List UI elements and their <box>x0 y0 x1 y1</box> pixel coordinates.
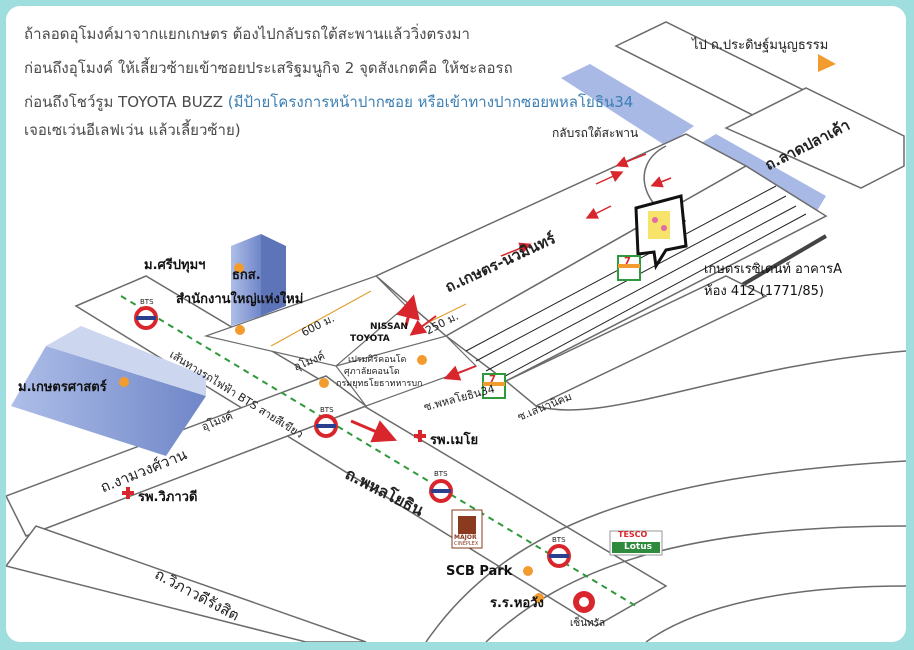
poi-dot <box>234 263 244 273</box>
route-arrow <box>350 419 398 443</box>
bts-label: BTS <box>140 298 154 306</box>
destination-line-1: เกษตรเรซิเดนท์ อาคารA <box>704 262 843 277</box>
road-vibhavadi <box>6 525 367 642</box>
instruction-line-3-note: (มีป้ายโครงการหน้าปากซอย หรือเข้าทางปากซ… <box>227 93 634 111</box>
hospital-icon <box>414 430 426 442</box>
road-label-pracha-chuen: ไป ถ.ประดิษฐ์มนูญธรรม <box>692 38 829 53</box>
poi-dot <box>119 377 129 387</box>
route-arrow <box>443 365 477 381</box>
poi-dot <box>523 566 533 576</box>
place-mayo-hospital: รพ.เมโย <box>430 433 479 448</box>
major-sub-label: CINEPLEX <box>454 541 479 547</box>
instruction-line-4: เจอเซเว่นอีเลฟเว่น แล้วเลี้ยวซ้าย) <box>24 121 241 139</box>
tesco-lotus-logo <box>609 530 663 556</box>
route-arrow <box>396 294 420 327</box>
bts-label: BTS <box>320 406 334 414</box>
place-horwang: ร.ร.หอวัง <box>490 596 544 611</box>
seven-eleven-label: 7 <box>489 374 496 385</box>
bts-station-icon <box>547 544 571 568</box>
place-scb-park: SCB Park <box>446 564 513 579</box>
bts-station-icon <box>314 414 338 438</box>
building-kasetsart <box>11 346 206 456</box>
tesco-label: TESCO <box>618 530 648 539</box>
poi-dot <box>319 378 329 388</box>
instruction-line-3-main: ก่อนถึงโชว์รูม TOYOTA BUZZ <box>24 93 228 111</box>
seven-eleven-icon <box>482 373 506 399</box>
road-senanikom-curve <box>535 350 906 411</box>
tunnel-line <box>495 213 807 382</box>
bts-station-icon <box>429 479 453 503</box>
seven-eleven-icon <box>617 255 641 281</box>
major-cineplex-logo <box>451 509 483 549</box>
building-ghb <box>231 234 261 326</box>
route-arrow <box>595 171 624 185</box>
route-arrow <box>585 205 612 219</box>
poi-dot <box>417 355 427 365</box>
place-prem1: เปรมศิริคอนโด <box>348 355 407 365</box>
bts-label: BTS <box>552 536 566 544</box>
major-label: MAJOR <box>454 534 477 541</box>
route-arrow <box>500 242 532 257</box>
place-central: เซ็นทรัล <box>570 618 606 629</box>
poi-dot <box>534 593 544 603</box>
road-senanikom <box>504 275 768 407</box>
place-kasetsart: ม.เกษตรศาสตร์ <box>18 380 107 395</box>
building-kasetsart-top <box>46 326 206 396</box>
road-lower-right <box>645 585 906 642</box>
place-toyota: TOYOTA <box>350 334 390 344</box>
place-sripatum: ม.ศรีปทุมฯ <box>144 258 206 273</box>
canal-top <box>561 64 694 146</box>
distance-600-line <box>270 290 372 347</box>
poi-dot <box>235 325 245 335</box>
place-vibhavadi-hospital: รพ.วิภาวดี <box>138 490 198 505</box>
place-nissan: NISSAN <box>370 322 408 332</box>
central-logo <box>573 591 595 613</box>
place-ghb-sub: สำนักงานใหญ่แห่งใหม่ <box>176 292 304 307</box>
seven-eleven-label: 7 <box>624 256 631 267</box>
hospital-icon <box>122 487 134 499</box>
heart-icon <box>661 225 667 231</box>
instruction-line-1: ถ้าลอดอุโมงค์มาจากแยกเกษตร ต้องไปกลับรถใ… <box>24 25 470 43</box>
building-ghb-side <box>261 234 286 316</box>
map-drawing <box>6 21 906 642</box>
road-phahon <box>74 275 668 627</box>
heart-icon <box>652 217 658 223</box>
route-arrow <box>409 315 437 336</box>
place-prem2: ศุภาลัยคอนโด <box>344 367 400 377</box>
road-lower-right <box>425 460 906 642</box>
instruction-line-3: ก่อนถึงโชว์รูม TOYOTA BUZZ (มีป้ายโครงกา… <box>24 90 633 114</box>
lotus-label: Lotus <box>624 542 652 552</box>
route-arrow <box>650 176 672 188</box>
road-lat-pla-khao <box>724 87 905 189</box>
place-prem3: กรมยุทธโยธาทหารบก <box>336 379 423 389</box>
road-label-u-turn: กลับรถใต้สะพาน <box>552 126 639 140</box>
tunnel-line <box>485 205 797 372</box>
bts-station-icon <box>134 306 158 330</box>
place-ghb: ธกส. <box>232 268 261 283</box>
instruction-line-2: ก่อนถึงอุโมงค์ ให้เลี้ยวซ้ายเข้าซอยประเส… <box>24 59 513 77</box>
map-canvas: ถ้าลอดอุโมงค์มาจากแยกเกษตร ต้องไปกลับรถใ… <box>6 6 906 642</box>
bts-label: BTS <box>434 470 448 478</box>
route-arrow <box>615 153 647 168</box>
destination-building-icon <box>648 211 670 239</box>
destination-line-2: ห้อง 412 (1771/85) <box>704 284 824 299</box>
direction-triangle-icon <box>818 54 836 72</box>
